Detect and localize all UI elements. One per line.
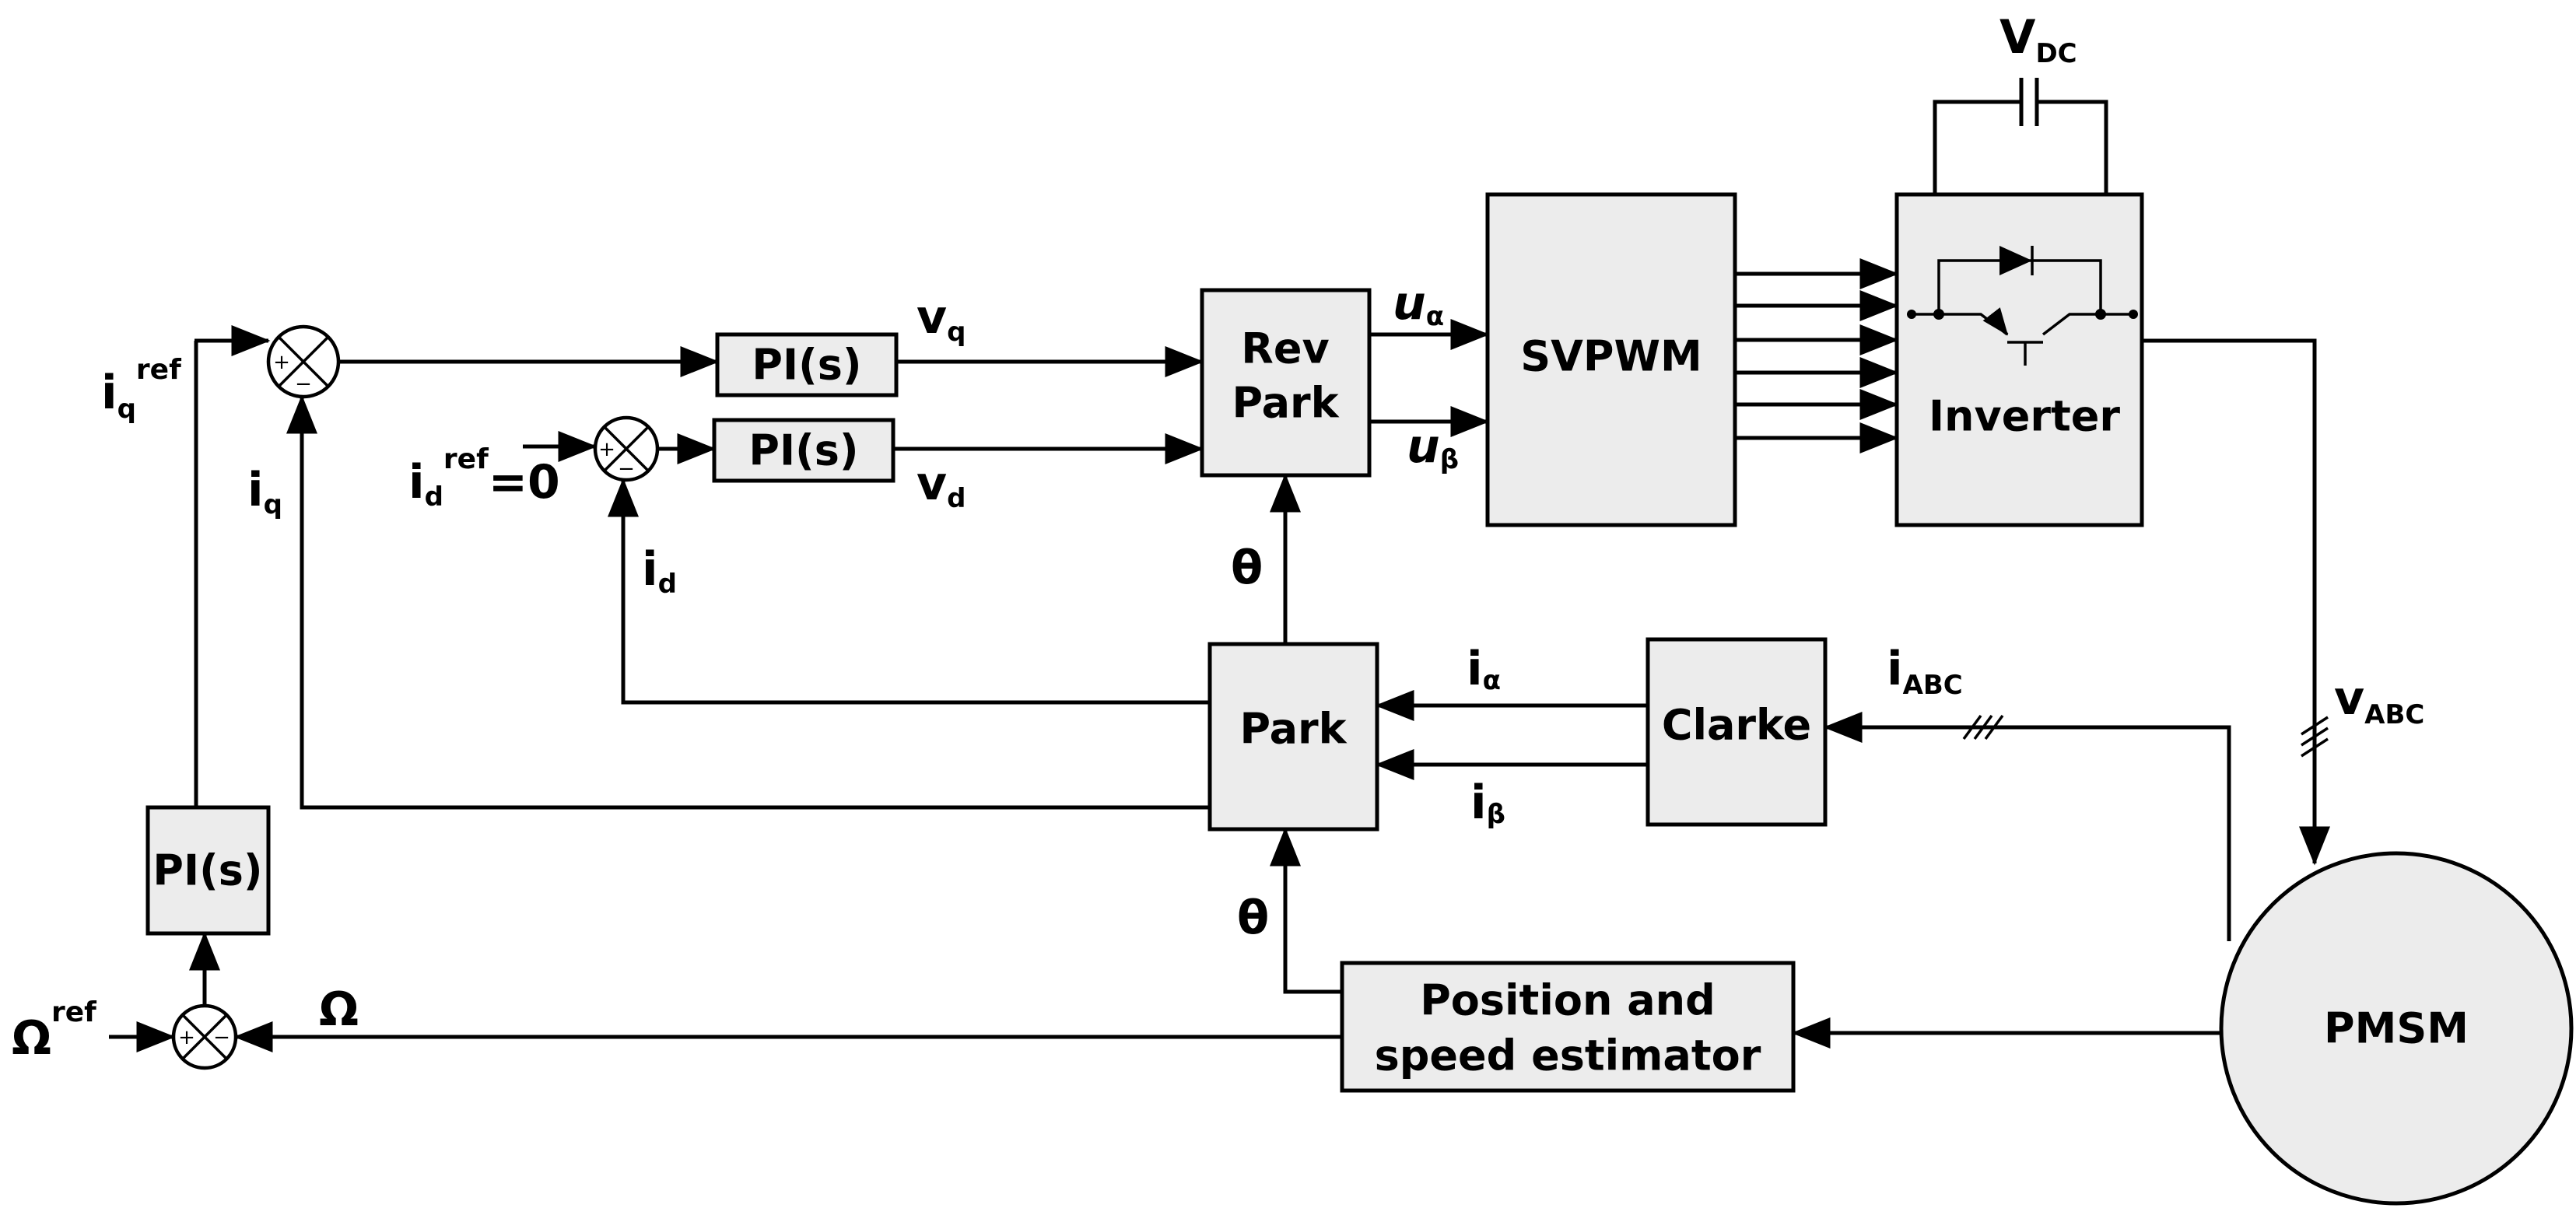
i-alpha-label: iα	[1467, 642, 1501, 696]
vq-label: vq	[916, 290, 966, 348]
pmsm-label: PMSM	[2324, 1004, 2469, 1053]
summing-junction-d: + −	[593, 415, 660, 482]
park-label: Park	[1239, 705, 1347, 754]
v-dc-label: VDC	[1999, 10, 2077, 69]
omega-feedback-label: Ω	[319, 982, 359, 1037]
minus-sign: −	[295, 373, 312, 396]
pi-speed-block: PI(s)	[145, 805, 271, 936]
pi-d-block: PI(s)	[712, 418, 895, 483]
arrow-pmsm-to-clarke	[1823, 712, 2231, 941]
clarke-label: Clarke	[1662, 701, 1811, 750]
rev-park-label-line2: Park	[1232, 379, 1339, 428]
pi-d-label: PI(s)	[748, 426, 858, 475]
svpwm-label: SVPWM	[1520, 332, 1702, 381]
omega-ref-label: Ωref	[12, 996, 96, 1066]
estimator-block: Position and speed estimator	[1340, 961, 1796, 1093]
theta-top-label: θ	[1231, 541, 1263, 595]
id-feedback-label: id	[642, 542, 677, 600]
minus-sign: −	[618, 457, 635, 481]
rev-park-block: Rev Park	[1200, 288, 1372, 478]
iq-feedback-label: iq	[247, 463, 282, 520]
clarke-block: Clarke	[1645, 637, 1828, 827]
plus-sign: +	[178, 1026, 195, 1049]
park-block: Park	[1207, 642, 1379, 832]
theta-bottom-label: θ	[1237, 891, 1269, 945]
plus-sign: +	[273, 351, 290, 374]
i-beta-label: iβ	[1470, 776, 1505, 830]
i-abc-label: iABC	[1887, 642, 1963, 701]
igbt-switch-icon	[1907, 246, 2138, 366]
gate-signal-arrows	[1735, 258, 1899, 453]
three-phase-tick-vabc	[2301, 716, 2329, 758]
pi-q-label: PI(s)	[752, 341, 861, 390]
u-beta-label: uβ	[1407, 419, 1459, 475]
inverter-block: Inverter	[1894, 192, 2144, 527]
vd-label: vd	[916, 457, 966, 514]
iq-ref-label: iqref	[101, 354, 181, 425]
minus-sign: −	[213, 1026, 230, 1049]
arrow-estimator-to-park-theta	[1270, 827, 1342, 994]
v-abc-label: vABC	[2334, 671, 2424, 730]
arrow-inverter-to-pmsm	[2142, 338, 2330, 866]
summing-junction-q: + −	[266, 324, 341, 399]
rev-park-label-line1: Rev	[1241, 324, 1329, 373]
estimator-label-line2: speed estimator	[1375, 1031, 1761, 1080]
dc-link-capacitor	[1933, 78, 2108, 194]
summing-junction-speed: + −	[171, 1003, 238, 1070]
estimator-label-line1: Position and	[1420, 976, 1716, 1025]
u-alpha-label: uα	[1393, 276, 1444, 332]
id-ref-label: idref=0	[408, 443, 560, 513]
pmsm-motor: PMSM	[2219, 851, 2574, 1206]
pi-speed-label: PI(s)	[152, 846, 262, 895]
pi-q-block: PI(s)	[715, 332, 899, 397]
arrow-iq-feedback	[286, 394, 1210, 810]
three-phase-tick-iabc	[1962, 714, 2004, 741]
inverter-label: Inverter	[1929, 392, 2120, 441]
plus-sign: +	[598, 438, 615, 461]
svpwm-block: SVPWM	[1485, 192, 1737, 527]
arrow-id-feedback	[608, 478, 1210, 705]
